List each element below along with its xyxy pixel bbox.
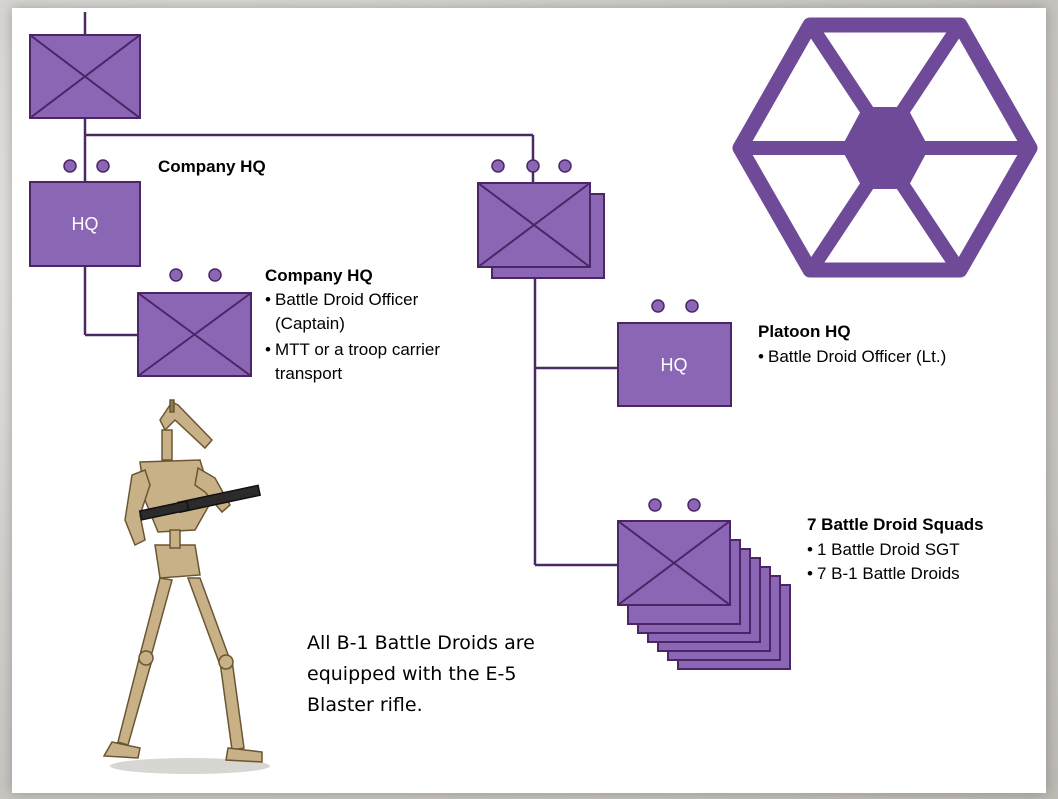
separatist-emblem-icon xyxy=(732,17,1038,278)
squads-title: 7 Battle Droid Squads xyxy=(807,515,984,534)
company-hq-element xyxy=(137,268,252,377)
list-item-continuation: transport xyxy=(275,364,343,383)
equipment-note: All B-1 Battle Droids are equipped with … xyxy=(307,628,607,721)
platoon-hq-unit: HQ xyxy=(617,299,732,407)
hq-box-label: HQ xyxy=(661,355,688,375)
battalion-unit xyxy=(29,34,141,119)
list-item: •MTT or a troop carrier xyxy=(265,340,441,359)
list-item: •Battle Droid Officer (Lt.) xyxy=(758,347,947,366)
list-item: •Battle Droid Officer xyxy=(265,290,419,309)
list-item: •7 B-1 Battle Droids xyxy=(807,564,960,583)
hq-box-label: HQ xyxy=(72,214,99,234)
battle-droid-figure xyxy=(102,399,270,774)
list-item: •1 Battle Droid SGT xyxy=(807,540,960,559)
note-line: Blaster rifle. xyxy=(307,694,423,716)
list-item-continuation: (Captain) xyxy=(275,314,345,333)
note-line: All B-1 Battle Droids are xyxy=(307,632,535,654)
squads-unit xyxy=(617,498,791,670)
company-hq-unit: HQ xyxy=(29,159,141,267)
note-line: equipped with the E-5 xyxy=(307,663,517,685)
company-hq-top-label: Company HQ xyxy=(158,157,266,176)
connector-lines xyxy=(83,12,618,567)
platoon-unit xyxy=(477,159,605,279)
platoon-hq-title: Platoon HQ xyxy=(758,322,851,341)
company-hq-title: Company HQ xyxy=(265,266,373,285)
